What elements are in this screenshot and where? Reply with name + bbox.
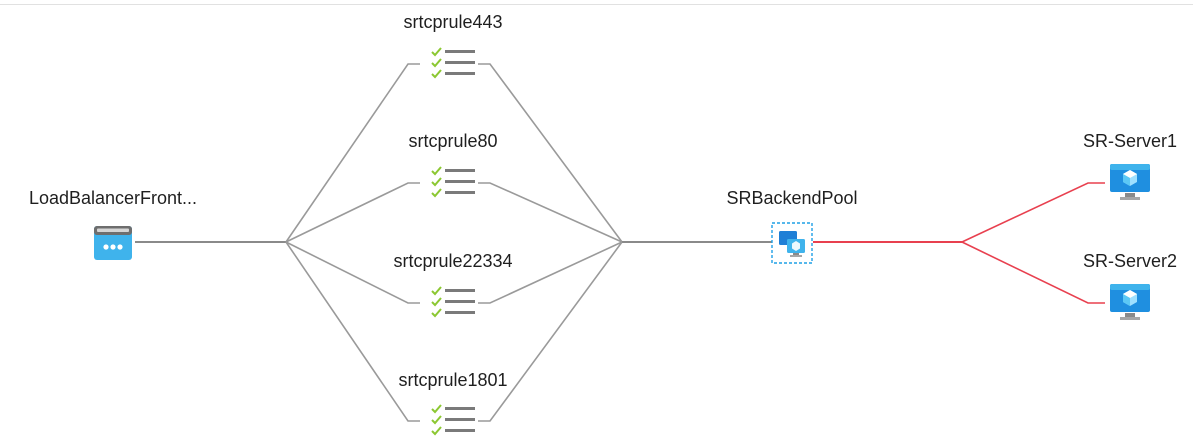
edge-rule22334-hub2 [478, 241, 623, 304]
frontend-label: LoadBalancerFront... [28, 188, 198, 208]
server1-label: SR-Server1 [1082, 131, 1178, 151]
rule-icon[interactable] [429, 45, 477, 85]
rule-icon[interactable] [429, 402, 477, 442]
edge-rule1801-hub2 [478, 241, 623, 422]
edge-hub-rule443 [285, 63, 420, 243]
top-divider [0, 4, 1193, 5]
rule-icon[interactable] [429, 164, 477, 204]
rule-label-80: srtcprule80 [408, 131, 498, 151]
rule-icon[interactable] [429, 284, 477, 324]
rule-label-22334: srtcprule22334 [393, 251, 513, 271]
load-balancer-frontend-icon[interactable] [93, 225, 133, 261]
edge-hub-rule80 [285, 182, 420, 243]
rule-label-1801: srtcprule1801 [398, 370, 508, 390]
backend-pool-icon[interactable] [771, 222, 813, 264]
virtual-machine-icon[interactable] [1106, 282, 1154, 324]
edge-hub3-server1 [961, 182, 1105, 243]
edge-rule80-hub2 [478, 182, 623, 243]
rule-label-443: srtcprule443 [403, 12, 503, 32]
edge-hub3-server2 [961, 241, 1105, 304]
edge-rule443-hub2 [478, 63, 623, 243]
virtual-machine-icon[interactable] [1106, 162, 1154, 204]
edge-hub-rule1801 [285, 241, 420, 422]
server2-label: SR-Server2 [1082, 251, 1178, 271]
edge-hub-rule22334 [285, 241, 420, 304]
backend-pool-label: SRBackendPool [726, 188, 858, 208]
